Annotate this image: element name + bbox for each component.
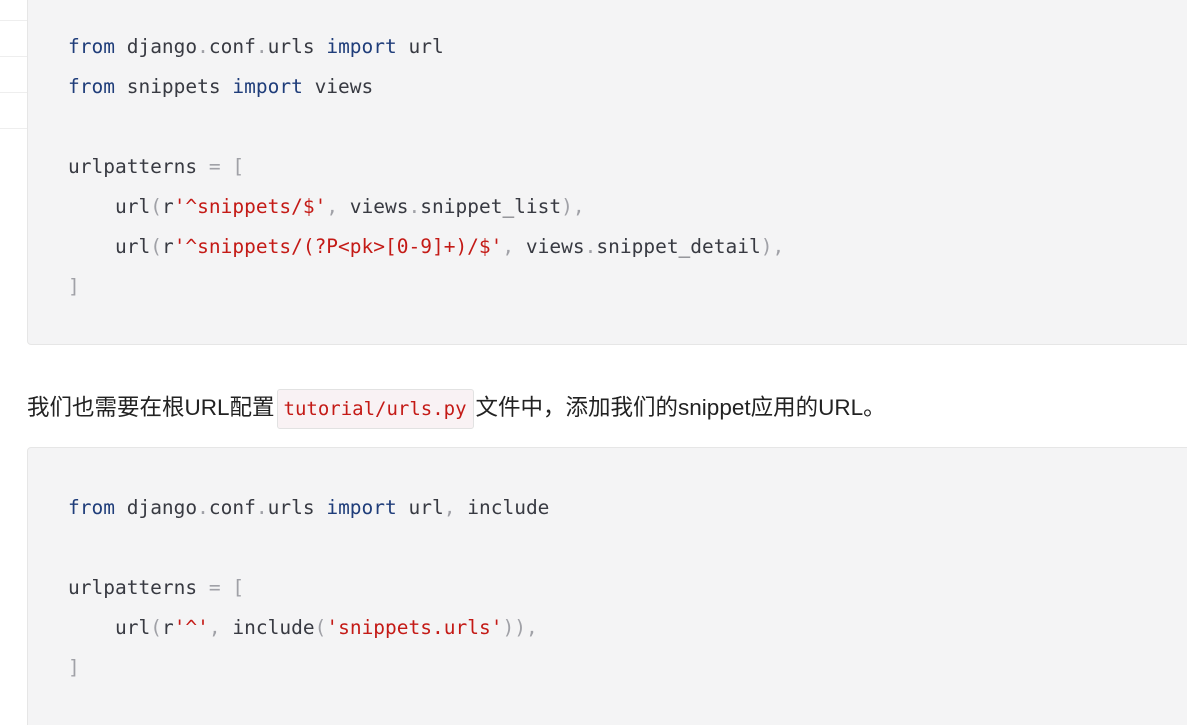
operator-token: = [208,576,221,599]
identifier-token: r [161,235,174,258]
identifier-token: urls [267,35,327,58]
operator-token: = [208,155,221,178]
punctuation-token: . [584,235,597,258]
side-divider [0,56,28,57]
punctuation-token: . [255,496,268,519]
identifier-token: urls [267,496,327,519]
bracket-token: ] [68,656,80,679]
code-line: urlpatterns = [ [68,147,784,187]
identifier-token: conf [208,496,256,519]
identifier-token: conf [208,35,256,58]
punctuation-token: ) [561,195,573,218]
side-divider [0,128,28,129]
code-line: ] [68,648,549,688]
code-line: ] [68,267,784,307]
punctuation-token: , [502,235,515,258]
identifier-token: r [161,195,174,218]
string-token: '^snippets/(?P<pk>[0-9]+)/$' [173,235,503,258]
code-line-blank [68,107,784,147]
punctuation-token: ) [760,235,773,258]
code-block-root-urls[interactable]: from django.conf.urls import url, includ… [27,447,1187,725]
punctuation-token: , [326,195,339,218]
identifier-token: url [68,235,151,258]
punctuation-token: ( [150,195,162,218]
identifier-token: snippet_list [420,195,562,218]
identifier-token: url [396,496,444,519]
punctuation-token: ) [502,616,515,639]
bracket-token: [ [232,155,245,178]
code-line: url(r'^snippets/$', views.snippet_list), [68,187,784,227]
keyword-token: from [68,75,115,98]
identifier-token: snippets [114,75,233,98]
identifier-token: urlpatterns [68,576,209,599]
code-line: urlpatterns = [ [68,568,549,608]
identifier-token: url [68,195,151,218]
punctuation-token: ( [150,616,162,639]
space-token [221,155,233,178]
identifier-token: django [114,496,198,519]
keyword-token: from [68,496,115,519]
punctuation-token: , [208,616,221,639]
identifier-token: views [338,195,409,218]
punctuation-token: . [255,35,268,58]
punctuation-token: ( [314,616,327,639]
punctuation-token: ) [514,616,526,639]
side-divider [0,20,28,21]
keyword-token: import [326,35,397,58]
identifier-token: url [68,616,151,639]
punctuation-token: , [772,235,785,258]
side-divider [0,92,28,93]
identifier-token: r [161,616,174,639]
punctuation-token: , [443,496,456,519]
string-token: 'snippets.urls' [326,616,503,639]
identifier-token: views [514,235,585,258]
code-line: url(r'^snippets/(?P<pk>[0-9]+)/$', views… [68,227,784,267]
paragraph-text: 文件中，添加我们的snippet应用的URL。 [475,395,886,420]
string-token: '^' [173,616,209,639]
identifier-token: django [114,35,198,58]
string-token: '^snippets/$' [173,195,327,218]
code-line: from snippets import views [68,67,784,107]
code-line-blank [68,528,549,568]
code-content[interactable]: from django.conf.urls import url, includ… [68,488,549,688]
punctuation-token: . [197,496,209,519]
code-line: url(r'^', include('snippets.urls')), [68,608,549,648]
bracket-token: ] [68,275,80,298]
punctuation-token: , [525,616,538,639]
keyword-token: import [326,496,397,519]
punctuation-token: ( [150,235,162,258]
paragraph-text: 我们也需要在根URL配置 [27,395,275,420]
space-token [221,576,233,599]
identifier-token: snippet_detail [596,235,761,258]
identifier-token: url [396,35,444,58]
punctuation-token: . [408,195,421,218]
code-line: from django.conf.urls import url [68,27,784,67]
keyword-token: import [232,75,303,98]
identifier-token: urlpatterns [68,155,209,178]
identifier-token: views [302,75,374,98]
identifier-token: include [455,496,550,519]
keyword-token: from [68,35,115,58]
code-line: from django.conf.urls import url, includ… [68,488,549,528]
identifier-token: include [220,616,315,639]
punctuation-token: , [572,195,585,218]
inline-code-filename[interactable]: tutorial/urls.py [276,389,474,430]
punctuation-token: . [197,35,209,58]
bracket-token: [ [232,576,245,599]
